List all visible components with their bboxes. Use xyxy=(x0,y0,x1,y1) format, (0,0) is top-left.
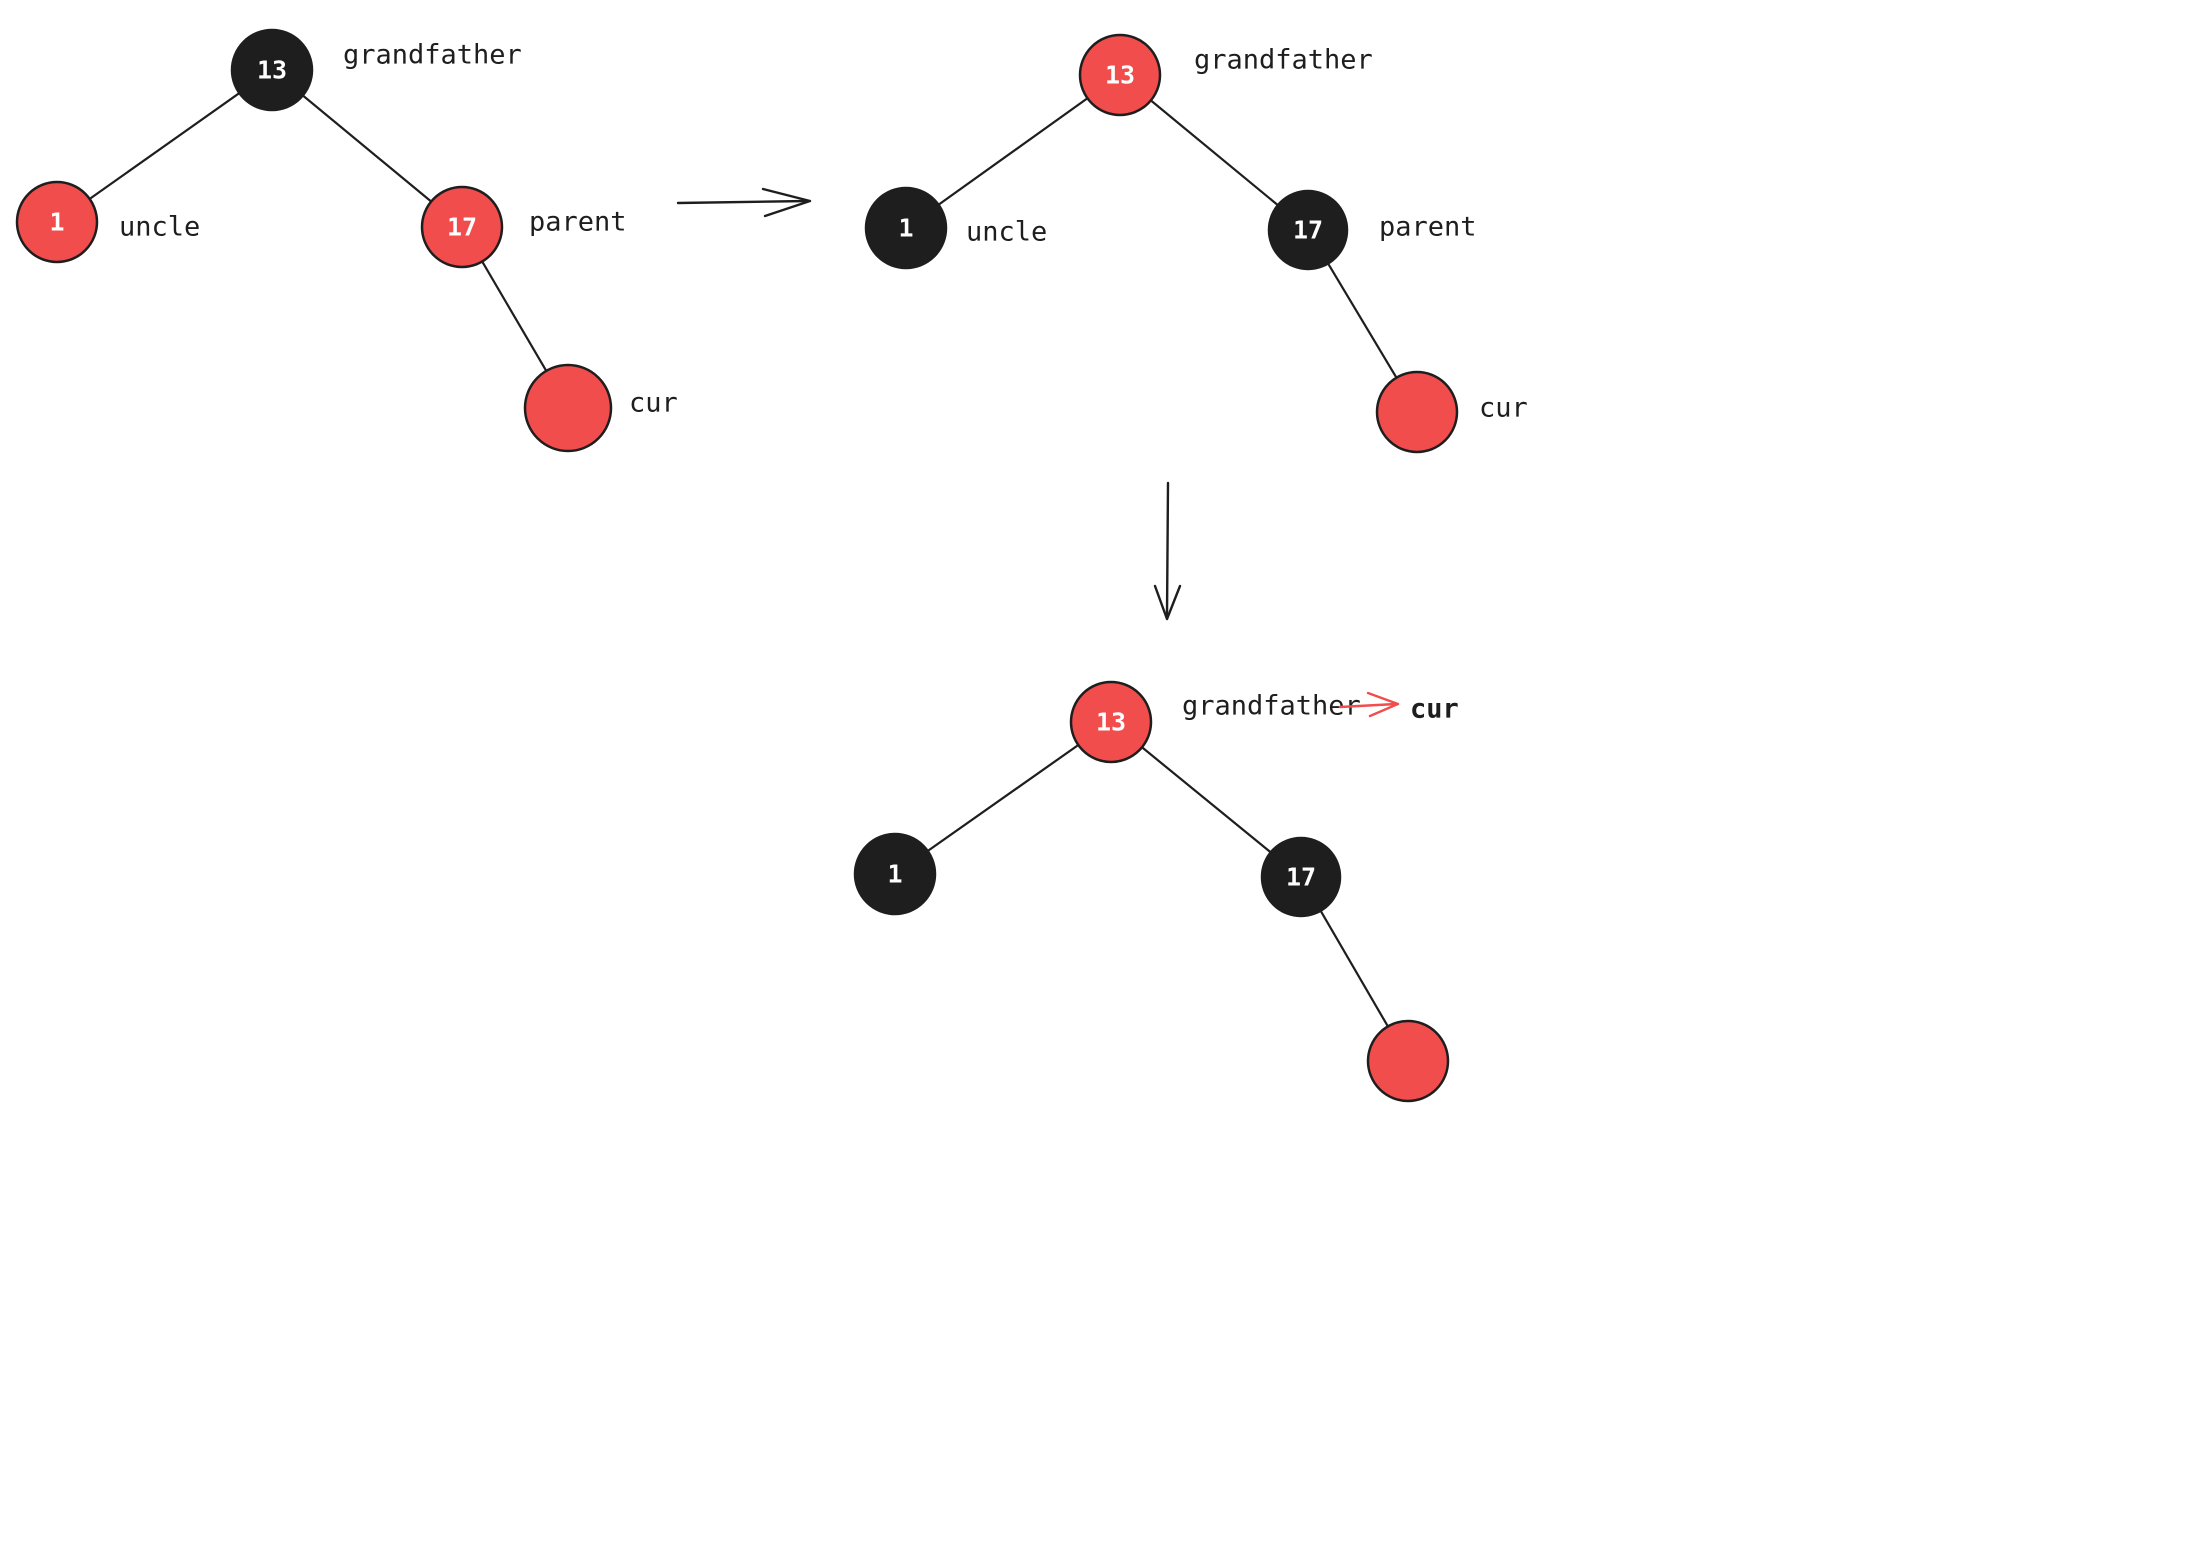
node-cur xyxy=(1375,370,1459,454)
node-grandfather-value: 13 xyxy=(1105,61,1135,90)
edge-grandfather-uncle xyxy=(56,69,273,223)
cur-pointer-label: cur xyxy=(1410,694,1459,725)
node-uncle-value: 1 xyxy=(49,208,64,237)
label-uncle: uncle xyxy=(966,217,1047,248)
arrow-shaft xyxy=(1338,702,1398,709)
node-grandfather-value: 13 xyxy=(1096,708,1126,737)
node-uncle-value: 1 xyxy=(887,860,902,889)
node-grandfather xyxy=(1078,33,1162,117)
label-grandfather: grandfather xyxy=(1182,691,1361,722)
tree-after: 13 1 17 grandfather uncle parent cur xyxy=(864,33,1528,454)
tree-before: 13 1 17 grandfather uncle parent cur xyxy=(15,28,678,453)
transition-arrow-horizontal-icon xyxy=(676,187,812,218)
node-parent-value: 17 xyxy=(1286,863,1316,892)
arrow-head xyxy=(761,187,812,218)
node-parent xyxy=(1267,189,1349,271)
edge-grandfather-uncle xyxy=(905,74,1121,229)
node-parent xyxy=(1260,836,1342,918)
node-parent xyxy=(420,185,504,269)
transition-arrow-vertical-icon xyxy=(1153,481,1182,621)
node-grandfather-value: 13 xyxy=(257,56,287,85)
node-parent-value: 17 xyxy=(1293,216,1323,245)
label-parent: parent xyxy=(529,207,627,238)
label-grandfather: grandfather xyxy=(1194,45,1373,76)
label-uncle: uncle xyxy=(119,212,200,243)
label-cur: cur xyxy=(629,388,678,419)
node-grandfather xyxy=(1069,680,1153,764)
label-cur: cur xyxy=(1479,393,1528,424)
label-grandfather: grandfather xyxy=(343,40,522,71)
node-uncle xyxy=(864,186,948,270)
arrow-head xyxy=(1366,691,1400,718)
label-parent: parent xyxy=(1379,212,1477,243)
node-grandfather xyxy=(230,28,314,112)
cur-pointer-arrow-icon xyxy=(1338,691,1400,718)
arrow-shaft xyxy=(1165,481,1170,618)
node-cur xyxy=(523,363,613,453)
node-parent-value: 17 xyxy=(447,213,477,242)
node-uncle-value: 1 xyxy=(898,214,913,243)
arrow-head xyxy=(1153,584,1182,621)
edge-grandfather-uncle xyxy=(894,721,1112,875)
arrow-shaft xyxy=(676,199,810,205)
tree-final: 13 1 17 grandfather cur xyxy=(853,680,1459,1103)
node-uncle xyxy=(15,180,99,264)
node-cur xyxy=(1366,1019,1450,1103)
node-uncle xyxy=(853,832,937,916)
